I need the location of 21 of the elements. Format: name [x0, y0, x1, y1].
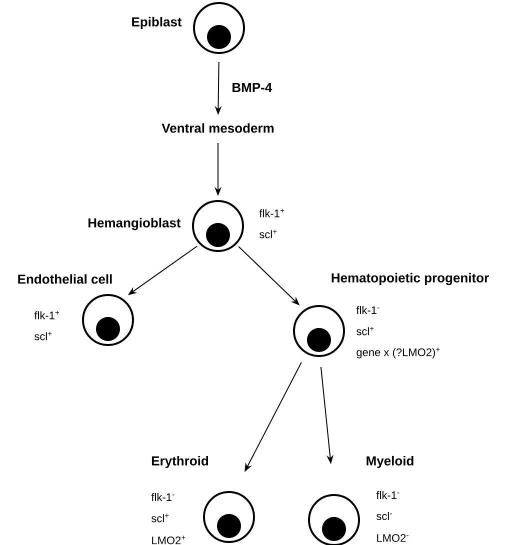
stage-label: Ventral mesoderm	[162, 123, 274, 133]
marker-label: scl$^{+}$	[152, 514, 169, 522]
cell-label: Erythroid	[152, 456, 208, 468]
marker-label: scl$^{+}$	[356, 326, 374, 336]
cell-label: Hemangioblast	[88, 218, 181, 230]
marker-label: LMO2$^{+}$	[152, 536, 186, 544]
cell-label: Endothelial cell	[18, 274, 112, 284]
marker-label: flk-1$^{+}$	[34, 310, 60, 320]
cell-label: Myeloid	[366, 456, 414, 468]
marker-label: scl$^{+}$	[260, 230, 277, 238]
marker-label: flk-1$^{-}$	[356, 306, 380, 314]
marker-label: LMO2$^{-}$	[377, 534, 408, 542]
marker-label: scl$^{-}$	[376, 512, 392, 520]
marker-label: flk-1$^{-}$	[376, 491, 400, 499]
marker-label: flk-1$^{-}$	[151, 493, 174, 501]
cell-label: Hematopoietic progenitor	[332, 272, 489, 286]
marker-label: gene x (?LMO2)$^{+}$	[356, 348, 440, 358]
marker-label: scl$^{+}$	[34, 332, 52, 340]
cell-label: Epiblast	[132, 16, 182, 30]
edge-label: BMP-4	[230, 82, 274, 93]
marker-label: flk-1$^{+}$	[259, 208, 284, 218]
